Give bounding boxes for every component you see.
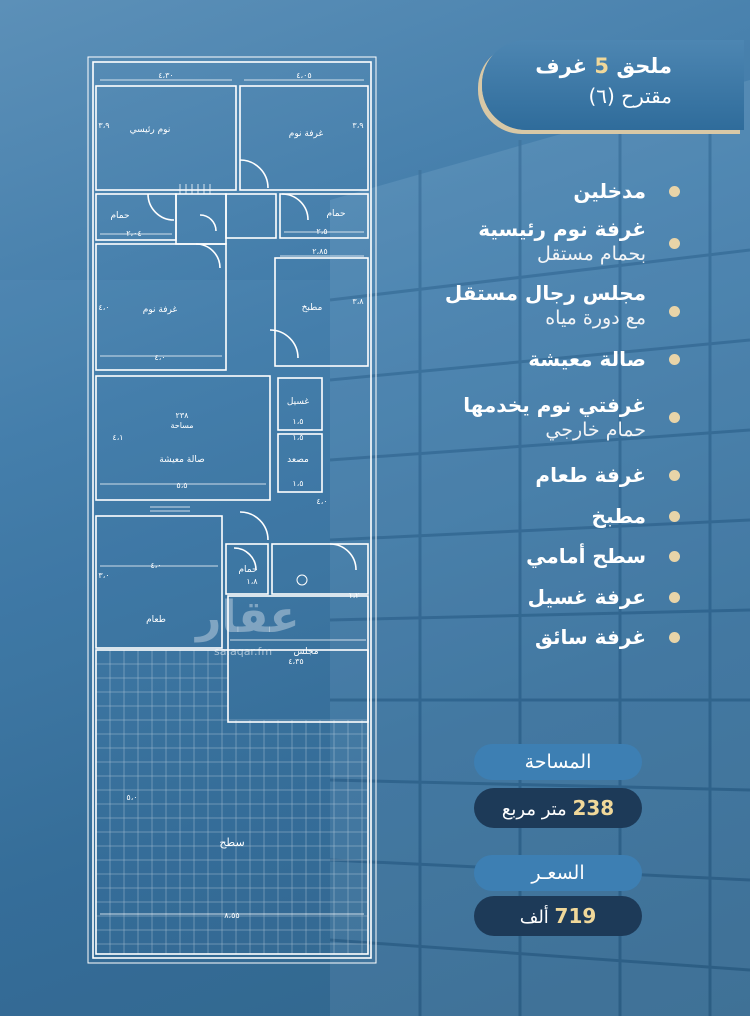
dim-label: ٤،٠٥ [296,71,311,80]
aqar-logo-watermark: عقار [196,592,300,643]
plan-label-bath-left: حمام [110,211,129,221]
dim-label: ٣،٠ [98,571,109,580]
features-list: مدخلين غرفة نوم رئيسية بحمام مستقل مجلس … [420,178,680,664]
price-unit: ألف [519,907,549,928]
title-suffix: غرف [535,54,588,78]
area-label: المساحة [474,744,642,780]
plan-label-bath-right: حمام [326,209,345,219]
dim-label: ٤،١ [112,433,123,442]
dim-label: ٨،٥٥ [224,911,239,920]
area-value: 238 متر مربع [474,788,642,828]
feature-main: غرفة طعام [535,463,646,487]
bullet-icon [669,186,680,197]
feature-main: غرفة نوم رئيسية [478,217,646,241]
dim-label: ١،٢ [348,591,359,600]
plan-label-bath-small: حمام [238,565,257,575]
feature-main: مجلس رجال مستقل [444,281,646,305]
list-item: عرفة غسيل [420,584,680,624]
dim-label: ١،٥ [292,479,303,488]
plan-label-dining: طعام [146,615,166,625]
area-unit: متر مربع [501,799,567,820]
price-number: 719 [554,904,597,928]
plan-label-master-bedroom: نوم رئيسي [130,125,171,135]
title-prefix: ملحق [616,54,672,78]
list-item: غرفة سائق [420,624,680,664]
plan-label-living: صالة معيشة [159,455,205,465]
feature-main: مدخلين [573,179,646,203]
price-value: 719 ألف [474,896,642,936]
feature-main: غرفة سائق [534,625,646,649]
feature-main: عرفة غسيل [527,585,646,609]
bullet-icon [669,412,680,423]
list-item: غرفتي نوم يخدمها حمام خارجي [420,392,680,462]
page-title: ملحق 5 غرف [482,54,672,78]
dim-label: ٤،٣٠ [158,71,173,80]
dim-label: ٢،٠٤ [126,229,141,238]
dim-label: ٥،٠ [126,793,137,802]
plan-label-majlis: مجلس [293,647,318,657]
plan-label-bedroom-top: غرفة نوم [289,129,324,139]
plan-label-area-note-label: مساحة [170,421,193,430]
title-number: 5 [594,54,610,78]
dim-label: ٥،٥ [176,481,187,490]
feature-sub: بحمام مستقل [537,243,646,265]
price-label: السعـر [474,855,642,891]
title-badge: ملحق 5 غرف مقترح (٦) [482,40,744,130]
dim-label: ٤،٣٥ [288,657,303,666]
list-item: مجلس رجال مستقل مع دورة مياه [420,280,680,346]
feature-sub: مع دورة مياه [545,307,646,329]
list-item: غرفة طعام [420,462,680,503]
plan-label-elevator: مصعد [287,455,309,465]
watermark-url: sa.aqar.fm [214,645,273,658]
dim-label: ٤،٠ [316,497,327,506]
bullet-icon [669,238,680,249]
feature-sub: حمام خارجي [545,419,646,441]
bullet-icon [669,306,680,317]
bullet-icon [669,354,680,365]
feature-main: غرفتي نوم يخدمها [463,393,646,417]
list-item: غرفة نوم رئيسية بحمام مستقل [420,216,680,280]
plan-label-roof: سطح [219,836,244,849]
feature-main: سطح أمامي [526,544,646,568]
dim-label: ٤،٠ [154,353,165,362]
list-item: صالة معيشة [420,346,680,392]
area-number: 238 [572,796,615,820]
bullet-icon [669,470,680,481]
plan-label-laundry: غسيل [287,397,310,407]
dim-label: ٢،٥ [316,227,327,236]
plan-label-area-note-value: ٢٣٨ [176,411,190,420]
list-item: مطبخ [420,503,680,543]
dim-label: ٣،٨ [352,297,364,306]
dim-label: ٤،٠ [98,303,109,312]
dim-label: ١،٨ [246,577,258,586]
bullet-icon [669,511,680,522]
dim-label: ٤،٠ [150,561,161,570]
list-item: سطح أمامي [420,543,680,584]
dim-label: ٣،٩ [98,121,109,130]
list-item: مدخلين [420,178,680,216]
bullet-icon [669,592,680,603]
page-subtitle: مقترح (٦) [588,84,672,108]
dim-label: ١،٥ [292,417,303,426]
bullet-icon [669,632,680,643]
dim-label: ٣،٩ [352,121,363,130]
dim-label: ٢،٨٥ [312,247,327,256]
feature-main: مطبخ [591,504,646,528]
plan-label-bedroom-left: غرفة نوم [143,305,178,315]
plan-label-kitchen: مطبخ [302,303,323,313]
feature-main: صالة معيشة [528,347,646,371]
bullet-icon [669,551,680,562]
dim-label: ١،٥ [292,433,303,442]
